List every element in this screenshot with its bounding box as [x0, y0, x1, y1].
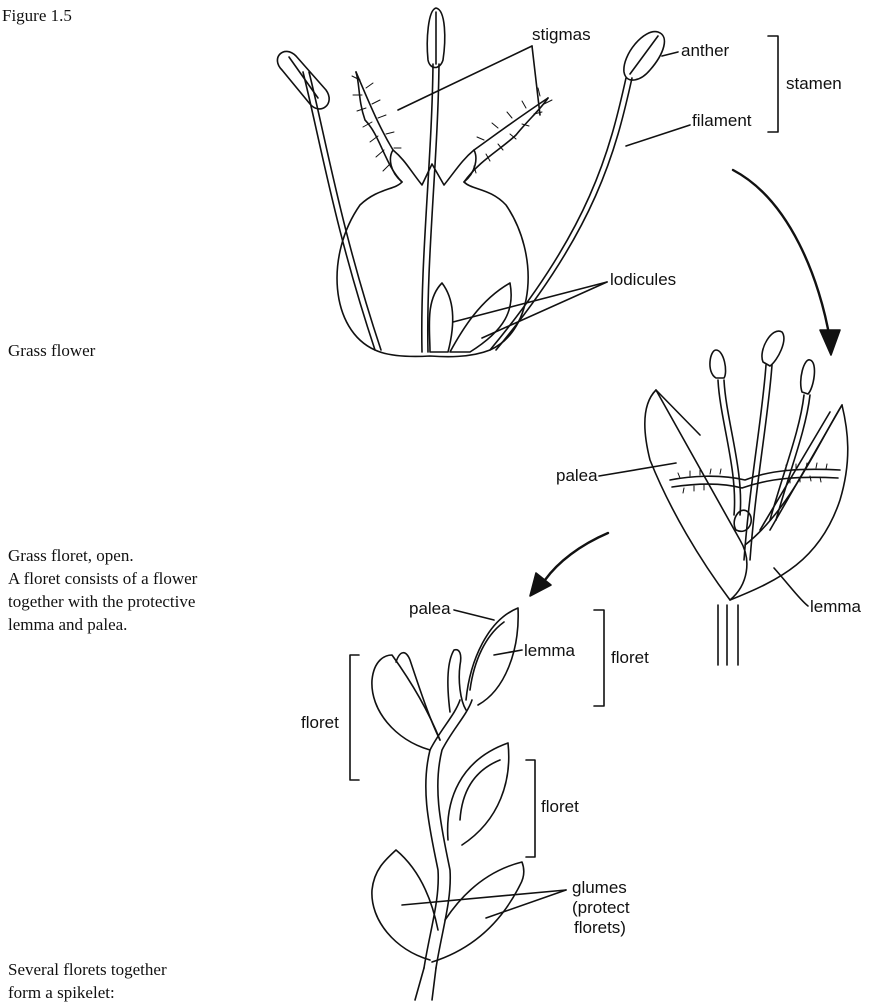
stigma-hairs [352, 76, 552, 173]
label-filament: filament [692, 111, 752, 130]
floret-filament-left [718, 380, 741, 515]
floret-palea-pointer [599, 463, 676, 476]
rachilla-left [424, 700, 460, 968]
arrow-floret-to-spikelet [530, 533, 608, 596]
floret-lemma-pointer [774, 568, 808, 606]
stigma-right-inner [474, 98, 548, 150]
floret-filament-center [744, 365, 772, 560]
ovary [337, 150, 528, 357]
spikelet-lemma-pointer [494, 650, 522, 655]
upper-floret-lemma [466, 608, 518, 705]
floret-middle-bracket [526, 760, 535, 857]
label-spikelet-lemma: lemma [524, 641, 576, 660]
floret-anther-left [710, 350, 726, 378]
floret-anther-center [762, 331, 784, 366]
top-rachilla-tip [448, 650, 466, 712]
anther-right-line [630, 36, 658, 74]
floret-upper-bracket [594, 610, 604, 706]
lower-floret-lemma [448, 743, 509, 845]
stigma-right [464, 98, 548, 182]
spikelet-palea-pointer [454, 610, 494, 620]
arrow-flower-to-floret [733, 170, 840, 355]
label-stamen: stamen [786, 74, 842, 93]
lemma-inner-b [760, 412, 830, 530]
label-spikelet-palea: palea [409, 599, 451, 618]
upper-floret-palea [470, 622, 504, 690]
spikelet-stem [415, 968, 436, 1000]
stigmas-pointer-b [532, 46, 540, 115]
label-floret-upper: floret [611, 648, 649, 667]
filament-pointer [626, 125, 690, 146]
label-floret-palea: palea [556, 466, 598, 485]
filament-left-b [309, 72, 381, 350]
anther-pointer [662, 52, 678, 56]
label-glumes-protect: (protect [572, 898, 630, 917]
filament-right [490, 78, 626, 350]
label-lodicules: lodicules [610, 270, 676, 289]
floret-ovary [734, 510, 751, 531]
rachilla-right [436, 700, 472, 968]
label-anther: anther [681, 41, 730, 60]
label-glumes: glumes [572, 878, 627, 897]
floret-filament-right [770, 395, 810, 520]
label-floret-left: floret [301, 713, 339, 732]
floret-left-bracket [350, 655, 359, 780]
palea-outline [645, 390, 747, 600]
grass-flower-drawing [277, 8, 778, 357]
label-glumes-florets: florets) [574, 918, 626, 937]
stamen-bracket [768, 36, 778, 132]
label-floret-middle: floret [541, 797, 579, 816]
lodicule-left [429, 283, 452, 352]
filament-left [303, 72, 375, 350]
anther-left [277, 51, 329, 109]
anther-left-line [289, 57, 318, 98]
glume-right [432, 862, 524, 962]
floret-anther-right [801, 360, 815, 394]
label-stigmas: stigmas [532, 25, 591, 44]
floret-stigmas [670, 469, 840, 480]
floret-stem [718, 605, 738, 665]
left-floret-lemma [372, 655, 440, 750]
floret-stigmas-b [672, 477, 838, 488]
stigmas-pointer-a [398, 46, 532, 110]
lemma-outline [730, 405, 848, 600]
label-floret-lemma: lemma [810, 597, 862, 616]
filament-center-b [428, 64, 439, 352]
